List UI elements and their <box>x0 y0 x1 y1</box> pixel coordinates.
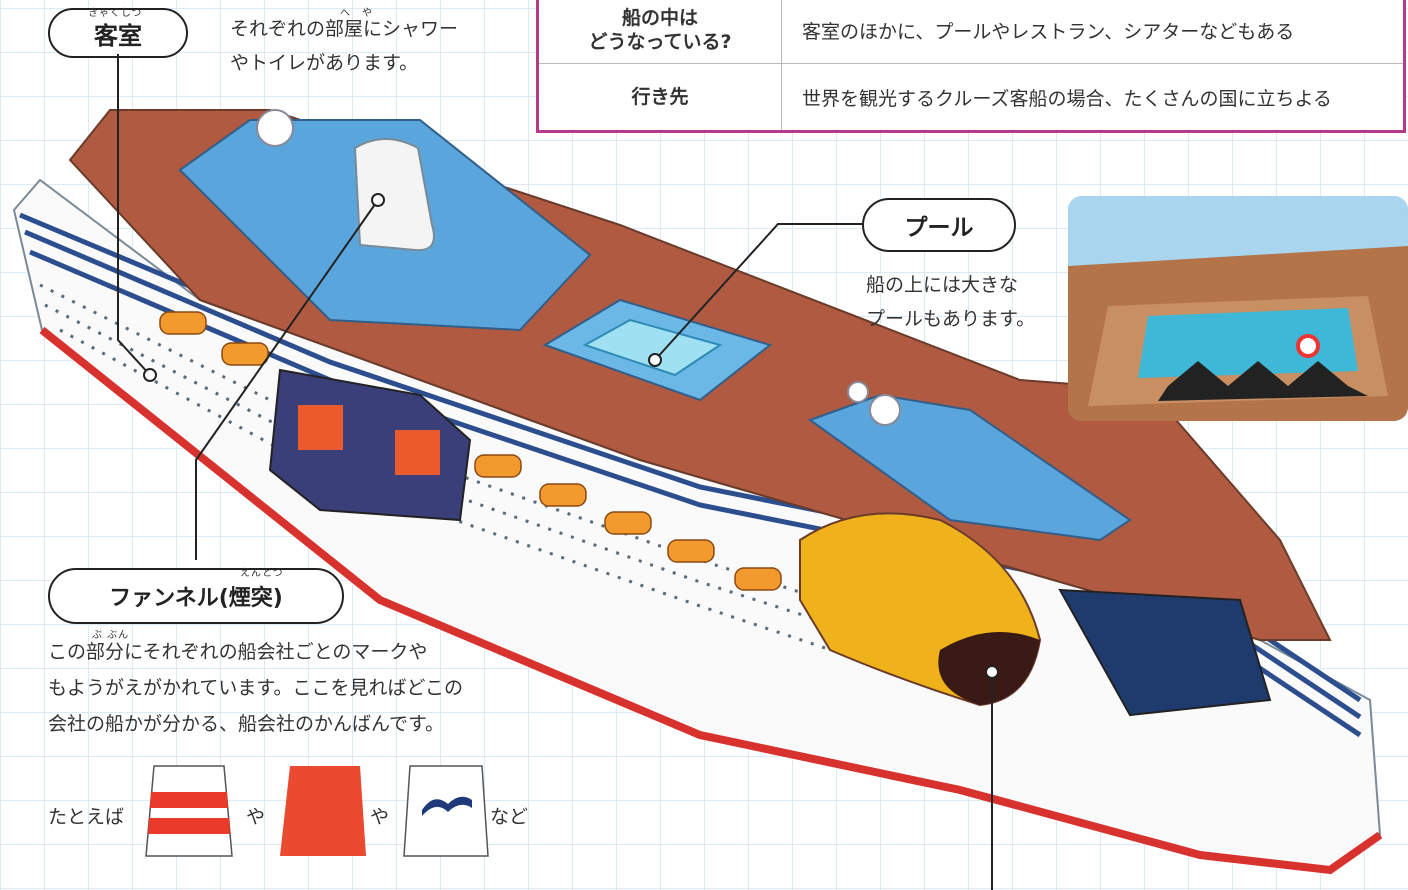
radar-dome <box>847 381 869 403</box>
table-head-line2: どうなっている? <box>588 31 732 53</box>
cabin-desc-line2: やトイレがあります。 <box>230 52 419 74</box>
info-table: 船の中は どうなっている? 客室のほかに、プールやレストラン、シアターなどもある… <box>536 0 1406 133</box>
funnel-title: ファンネル(煙突) <box>109 586 283 611</box>
example-sep-1: や <box>246 806 266 828</box>
bubun-ruby: ぶ ぶん <box>92 630 130 641</box>
funnel-desc-line2: もようがえがかれています。ここを見ればどこの <box>48 677 463 699</box>
funnel-example-logo <box>403 765 489 857</box>
funnel-desc: この部分にそれぞれの船会社ごとのマークや もようがえがかれています。ここを見れば… <box>48 634 463 742</box>
cabin-desc: それぞれの部屋にシャワー やトイレがあります。 <box>230 12 458 80</box>
table-row: 船の中は どうなっている? 客室のほかに、プールやレストラン、シアターなどもある <box>537 0 1405 64</box>
funnel-ruby: えんとつ <box>240 568 284 579</box>
table-head: 行き先 <box>537 63 782 132</box>
table-row: 行き先 世界を観光するクルーズ客船の場合、たくさんの国に立ちよる <box>537 63 1405 132</box>
funnel <box>353 138 435 252</box>
pool-desc: 船の上には大きな プールもあります。 <box>866 268 1035 336</box>
funnel-desc-line1: この部分にそれぞれの船会社ごとのマークや <box>48 641 428 663</box>
funnel-desc-line3: 会社の船かが分かる、船会社のかんばんです。 <box>48 713 445 735</box>
example-sep-2: や <box>370 806 390 828</box>
pool-desc-line2: プールもあります。 <box>866 308 1036 330</box>
pool-photo <box>1068 196 1408 421</box>
funnel-example-stripes <box>145 765 233 857</box>
lifeboats <box>159 311 782 591</box>
example-suffix: など <box>490 806 529 828</box>
pool-title: プール <box>904 215 974 241</box>
pool-photo-image <box>1068 196 1408 421</box>
lounge-cutaway <box>1058 588 1272 717</box>
pool-label: プール <box>862 198 1016 252</box>
waterline <box>39 326 1383 875</box>
cabin-label: 客室 <box>48 8 188 58</box>
pool-water <box>582 318 723 377</box>
table-value: 客室のほかに、プールやレストラン、シアターなどもある <box>781 0 1405 64</box>
wave-logo-icon <box>422 796 472 816</box>
leader-lines <box>117 54 993 890</box>
cabin-title: 客室 <box>94 21 142 50</box>
radar-dome <box>256 109 294 147</box>
table-head-line1: 船の中は <box>621 7 698 29</box>
funnel-label: ファンネル(煙突) <box>48 568 344 624</box>
cabin-ruby: きゃくしつ <box>88 8 143 19</box>
heya-ruby: へ や <box>340 8 373 19</box>
pool-desc-line1: 船の上には大きな <box>866 274 1019 296</box>
cabin-desc-line1: それぞれの部屋にシャワー <box>230 18 459 40</box>
table-head: 船の中は どうなっている? <box>537 0 782 64</box>
funnel-example-red <box>280 766 366 856</box>
example-prefix: たとえば <box>48 806 125 828</box>
radar-dome <box>869 394 901 426</box>
table-value: 世界を観光するクルーズ客船の場合、たくさんの国に立ちよる <box>781 63 1405 132</box>
